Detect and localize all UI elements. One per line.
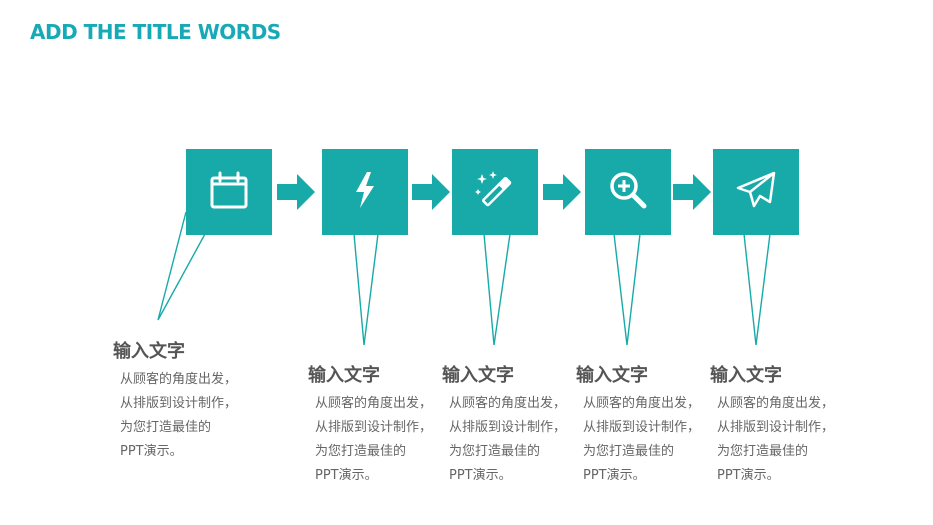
- step-1-heading: 输入文字: [113, 341, 185, 362]
- step-5-box: [713, 149, 799, 235]
- step-2-box: [322, 149, 408, 235]
- step-3-box: [452, 149, 538, 235]
- magic-wand-icon: [473, 168, 517, 217]
- arrow-right-icon: [277, 174, 315, 210]
- step-5-description: 从顾客的角度出发， 从排版到设计制作， 为您打造最佳的 PPT演示。: [717, 396, 835, 483]
- connector-3: [483, 233, 511, 346]
- arrow-right-icon: [412, 174, 450, 210]
- step-3-heading: 输入文字: [442, 365, 514, 386]
- step-4-heading: 输入文字: [576, 365, 648, 386]
- connector-4: [613, 233, 641, 346]
- step-1-description: 从顾客的角度出发， 从排版到设计制作， 为您打造最佳的 PPT演示。: [120, 372, 238, 459]
- connector-1: [157, 211, 206, 321]
- paper-plane-icon: [734, 168, 778, 217]
- step-4-box: [585, 149, 671, 235]
- arrow-right-icon: [673, 174, 711, 210]
- step-5-heading: 输入文字: [710, 365, 782, 386]
- calendar-icon: [208, 169, 250, 216]
- arrow-right-icon: [543, 174, 581, 210]
- page-title: ADD THE TITLE WORDS: [30, 20, 281, 44]
- connector-2: [353, 233, 379, 346]
- step-1-box: [186, 149, 272, 235]
- connector-5: [743, 233, 771, 346]
- lightning-icon: [345, 169, 385, 216]
- step-2-heading: 输入文字: [308, 365, 380, 386]
- step-3-description: 从顾客的角度出发， 从排版到设计制作， 为您打造最佳的 PPT演示。: [449, 396, 567, 483]
- step-4-description: 从顾客的角度出发， 从排版到设计制作， 为您打造最佳的 PPT演示。: [583, 396, 701, 483]
- step-2-description: 从顾客的角度出发， 从排版到设计制作， 为您打造最佳的 PPT演示。: [315, 396, 433, 483]
- zoom-in-icon: [606, 168, 650, 217]
